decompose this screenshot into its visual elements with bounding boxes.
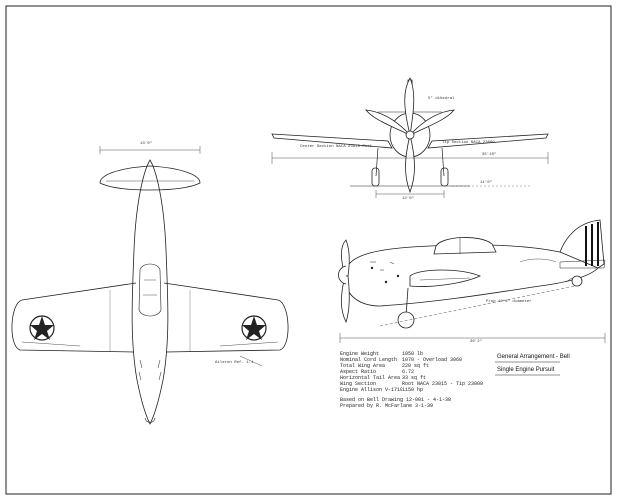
callout-prop: Prop 10'6" diameter	[486, 300, 532, 304]
spec-row: Horizontal Tail Area 33 sq ft	[340, 375, 490, 381]
callout-aileron: Aileron Ref. 1:1	[215, 361, 254, 365]
note-line: Prepared by R. McFarlane 3-1-39	[340, 403, 434, 409]
spec-label: Wing Section	[340, 381, 377, 387]
spec-table: Engine Weight 1050 lb Nominal Cord Lengt…	[340, 351, 490, 409]
spec-label: Engine Allison V-1710	[340, 387, 402, 393]
front-view	[271, 77, 549, 198]
spec-row: Wing Section Root NACA 23015 - Tip 23009	[340, 381, 490, 387]
spec-value: 220 sq ft	[402, 363, 430, 369]
spec-value: 1070 - Overload 3060	[402, 357, 463, 363]
note-line: Based on Bell Drawing 12-001 - 4-1-38	[340, 397, 452, 403]
title-block	[495, 361, 560, 376]
spec-row: Nominal Cord Length 1070 - Overload 3060	[340, 357, 490, 363]
spec-label: Total Wing Area	[340, 363, 386, 369]
plan-view	[11, 146, 289, 425]
spec-value: 1150 hp	[402, 387, 424, 393]
height-label: 11'0"	[480, 181, 493, 185]
side-view	[338, 219, 606, 343]
span-label: 35'10"	[482, 153, 497, 157]
spec-value: Root NACA 23015 - Tip 23009	[402, 381, 484, 387]
spec-value: 1050 lb	[402, 351, 424, 357]
title-line-2: Single Engine Pursuit	[497, 367, 555, 373]
spec-label: Engine Weight	[340, 351, 380, 357]
spec-label: Horizontal Tail Area	[340, 375, 401, 381]
spec-value: 33 sq ft	[402, 375, 427, 381]
spec-row: Total Wing Area 220 sq ft	[340, 363, 490, 369]
callout-center-section: Center Section NACA 23015 Root	[300, 145, 373, 149]
spec-row: Engine Weight 1050 lb	[340, 351, 490, 357]
dihedral-label: 5° dihedral	[428, 97, 455, 101]
spec-row: Engine Allison V-1710 1150 hp	[340, 387, 490, 393]
spec-label: Nominal Cord Length	[340, 357, 398, 363]
tail-span-label: 13'0"	[140, 142, 153, 146]
spec-value: 6.72	[402, 369, 415, 375]
length-label: 30'2"	[470, 340, 483, 344]
rudder-stripes	[585, 222, 599, 266]
callout-tip-section: Tip Section NACA 23009	[442, 141, 495, 145]
spec-label: Aspect Ratio	[340, 369, 377, 375]
title-line-1: General Arrangement - Bell	[497, 354, 570, 360]
wheel-track-label: 12'0"	[402, 197, 415, 201]
spec-row: Aspect Ratio 6.72	[340, 369, 490, 375]
